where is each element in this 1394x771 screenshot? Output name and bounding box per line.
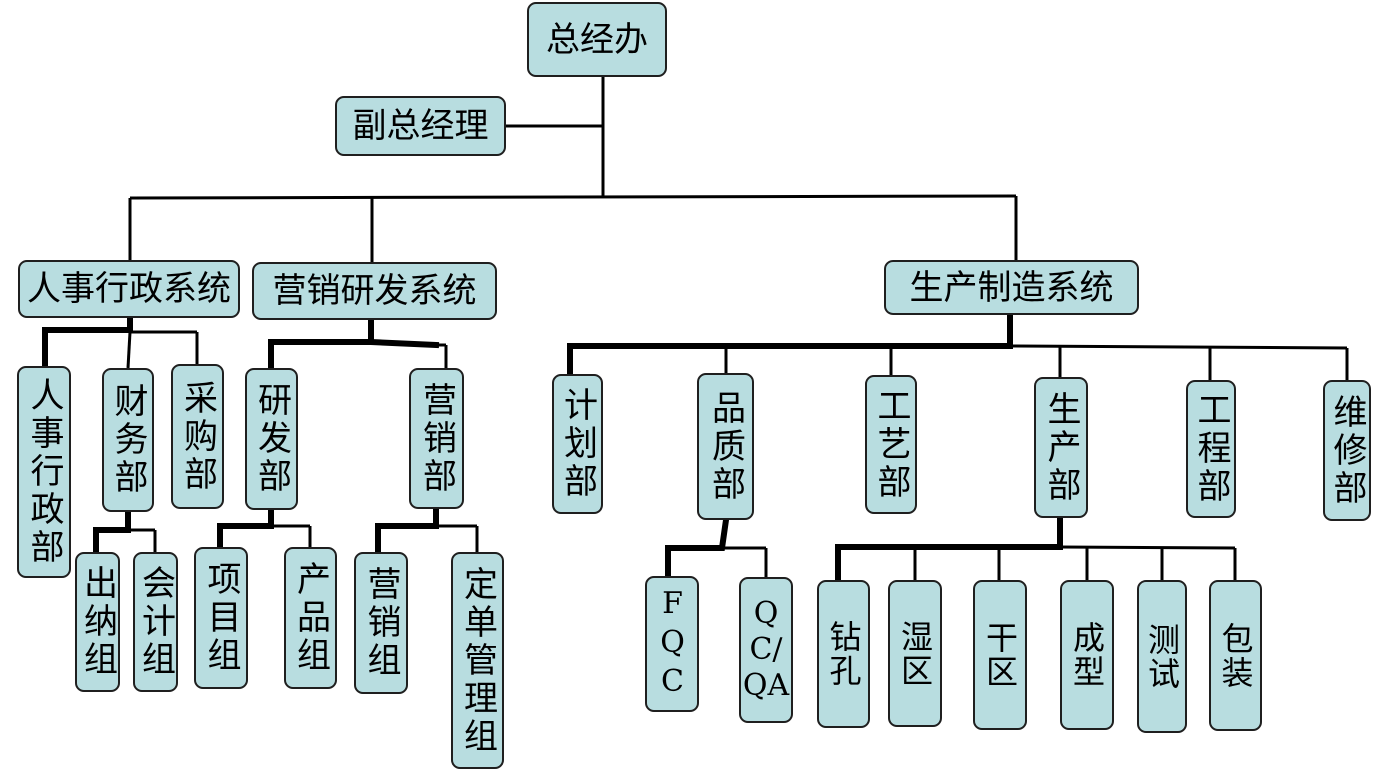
node-order-mgmt-group-label: 定单管理组 bbox=[457, 565, 498, 756]
node-finance-dept: 财务部 bbox=[102, 368, 154, 512]
node-qc-qa-label: QC/QA bbox=[742, 596, 790, 703]
node-fqc: FQC bbox=[645, 576, 699, 712]
node-sales-group-label: 营销组 bbox=[361, 566, 401, 680]
node-finance-dept-label: 财务部 bbox=[108, 383, 148, 497]
node-testing: 测试 bbox=[1137, 580, 1187, 733]
node-hr-system: 人事行政系统 bbox=[18, 260, 240, 318]
node-deputy: 副总经理 bbox=[335, 96, 506, 156]
node-rd-dept-label: 研发部 bbox=[251, 382, 292, 496]
node-engineering-dept-label: 工程部 bbox=[1191, 392, 1231, 506]
node-hr-system-label: 人事行政系统 bbox=[27, 269, 231, 309]
node-accounting-group: 会计组 bbox=[133, 552, 178, 692]
node-purchasing-dept-label: 采购部 bbox=[177, 379, 218, 494]
node-product-group: 产品组 bbox=[284, 547, 337, 689]
node-hr-dept: 人事行政部 bbox=[17, 366, 71, 578]
node-ceo-label: 总经办 bbox=[546, 19, 648, 60]
node-wet-area: 湿区 bbox=[888, 580, 942, 727]
node-maintenance-dept-label: 维修部 bbox=[1327, 393, 1367, 508]
node-wet-area-label: 湿区 bbox=[896, 619, 934, 688]
node-molding-label: 成型 bbox=[1068, 621, 1106, 689]
node-planning-dept: 计划部 bbox=[552, 374, 603, 514]
node-packaging-label: 包装 bbox=[1216, 621, 1255, 690]
node-quality-dept-label: 品质部 bbox=[705, 389, 746, 504]
node-accounting-group-label: 会计组 bbox=[135, 565, 176, 679]
node-engineering-dept: 工程部 bbox=[1186, 380, 1236, 518]
node-deputy-label: 副总经理 bbox=[352, 106, 489, 146]
node-maintenance-dept: 维修部 bbox=[1323, 380, 1371, 521]
node-testing-label: 测试 bbox=[1143, 622, 1181, 691]
node-rd-dept: 研发部 bbox=[245, 368, 298, 510]
node-planning-dept-label: 计划部 bbox=[557, 387, 598, 501]
node-product-group-label: 产品组 bbox=[290, 561, 331, 675]
node-drilling: 钻孔 bbox=[817, 580, 870, 728]
node-drilling-label: 钻孔 bbox=[824, 620, 863, 688]
node-production-dept-label: 生产部 bbox=[1041, 390, 1081, 505]
node-molding: 成型 bbox=[1060, 580, 1114, 730]
node-dry-area-label: 干区 bbox=[981, 621, 1019, 689]
node-project-group: 项目组 bbox=[194, 547, 248, 689]
node-dry-area: 干区 bbox=[973, 580, 1027, 730]
node-production-dept: 生产部 bbox=[1034, 377, 1088, 518]
node-marketing-system-label: 营销研发系统 bbox=[272, 271, 477, 311]
node-ceo: 总经办 bbox=[527, 2, 667, 77]
node-cashier-group-label: 出纳组 bbox=[77, 565, 118, 679]
node-project-group-label: 项目组 bbox=[201, 561, 241, 675]
node-sales-dept: 营销部 bbox=[409, 368, 464, 509]
node-hr-dept-label: 人事行政部 bbox=[24, 377, 64, 567]
node-sales-dept-label: 营销部 bbox=[416, 381, 457, 496]
node-packaging: 包装 bbox=[1209, 580, 1262, 731]
node-marketing-system: 营销研发系统 bbox=[252, 262, 497, 320]
node-purchasing-dept: 采购部 bbox=[171, 364, 224, 509]
node-sales-group: 营销组 bbox=[354, 552, 408, 694]
node-process-dept: 工艺部 bbox=[865, 375, 917, 514]
node-cashier-group: 出纳组 bbox=[75, 552, 120, 692]
node-production-system-label: 生产制造系统 bbox=[909, 267, 1114, 308]
node-order-mgmt-group: 定单管理组 bbox=[451, 552, 504, 769]
node-production-system: 生产制造系统 bbox=[884, 260, 1139, 315]
node-qc-qa: QC/QA bbox=[739, 577, 793, 723]
node-fqc-label: FQC bbox=[655, 585, 690, 703]
node-process-dept-label: 工艺部 bbox=[871, 387, 911, 502]
node-quality-dept: 品质部 bbox=[697, 373, 754, 520]
